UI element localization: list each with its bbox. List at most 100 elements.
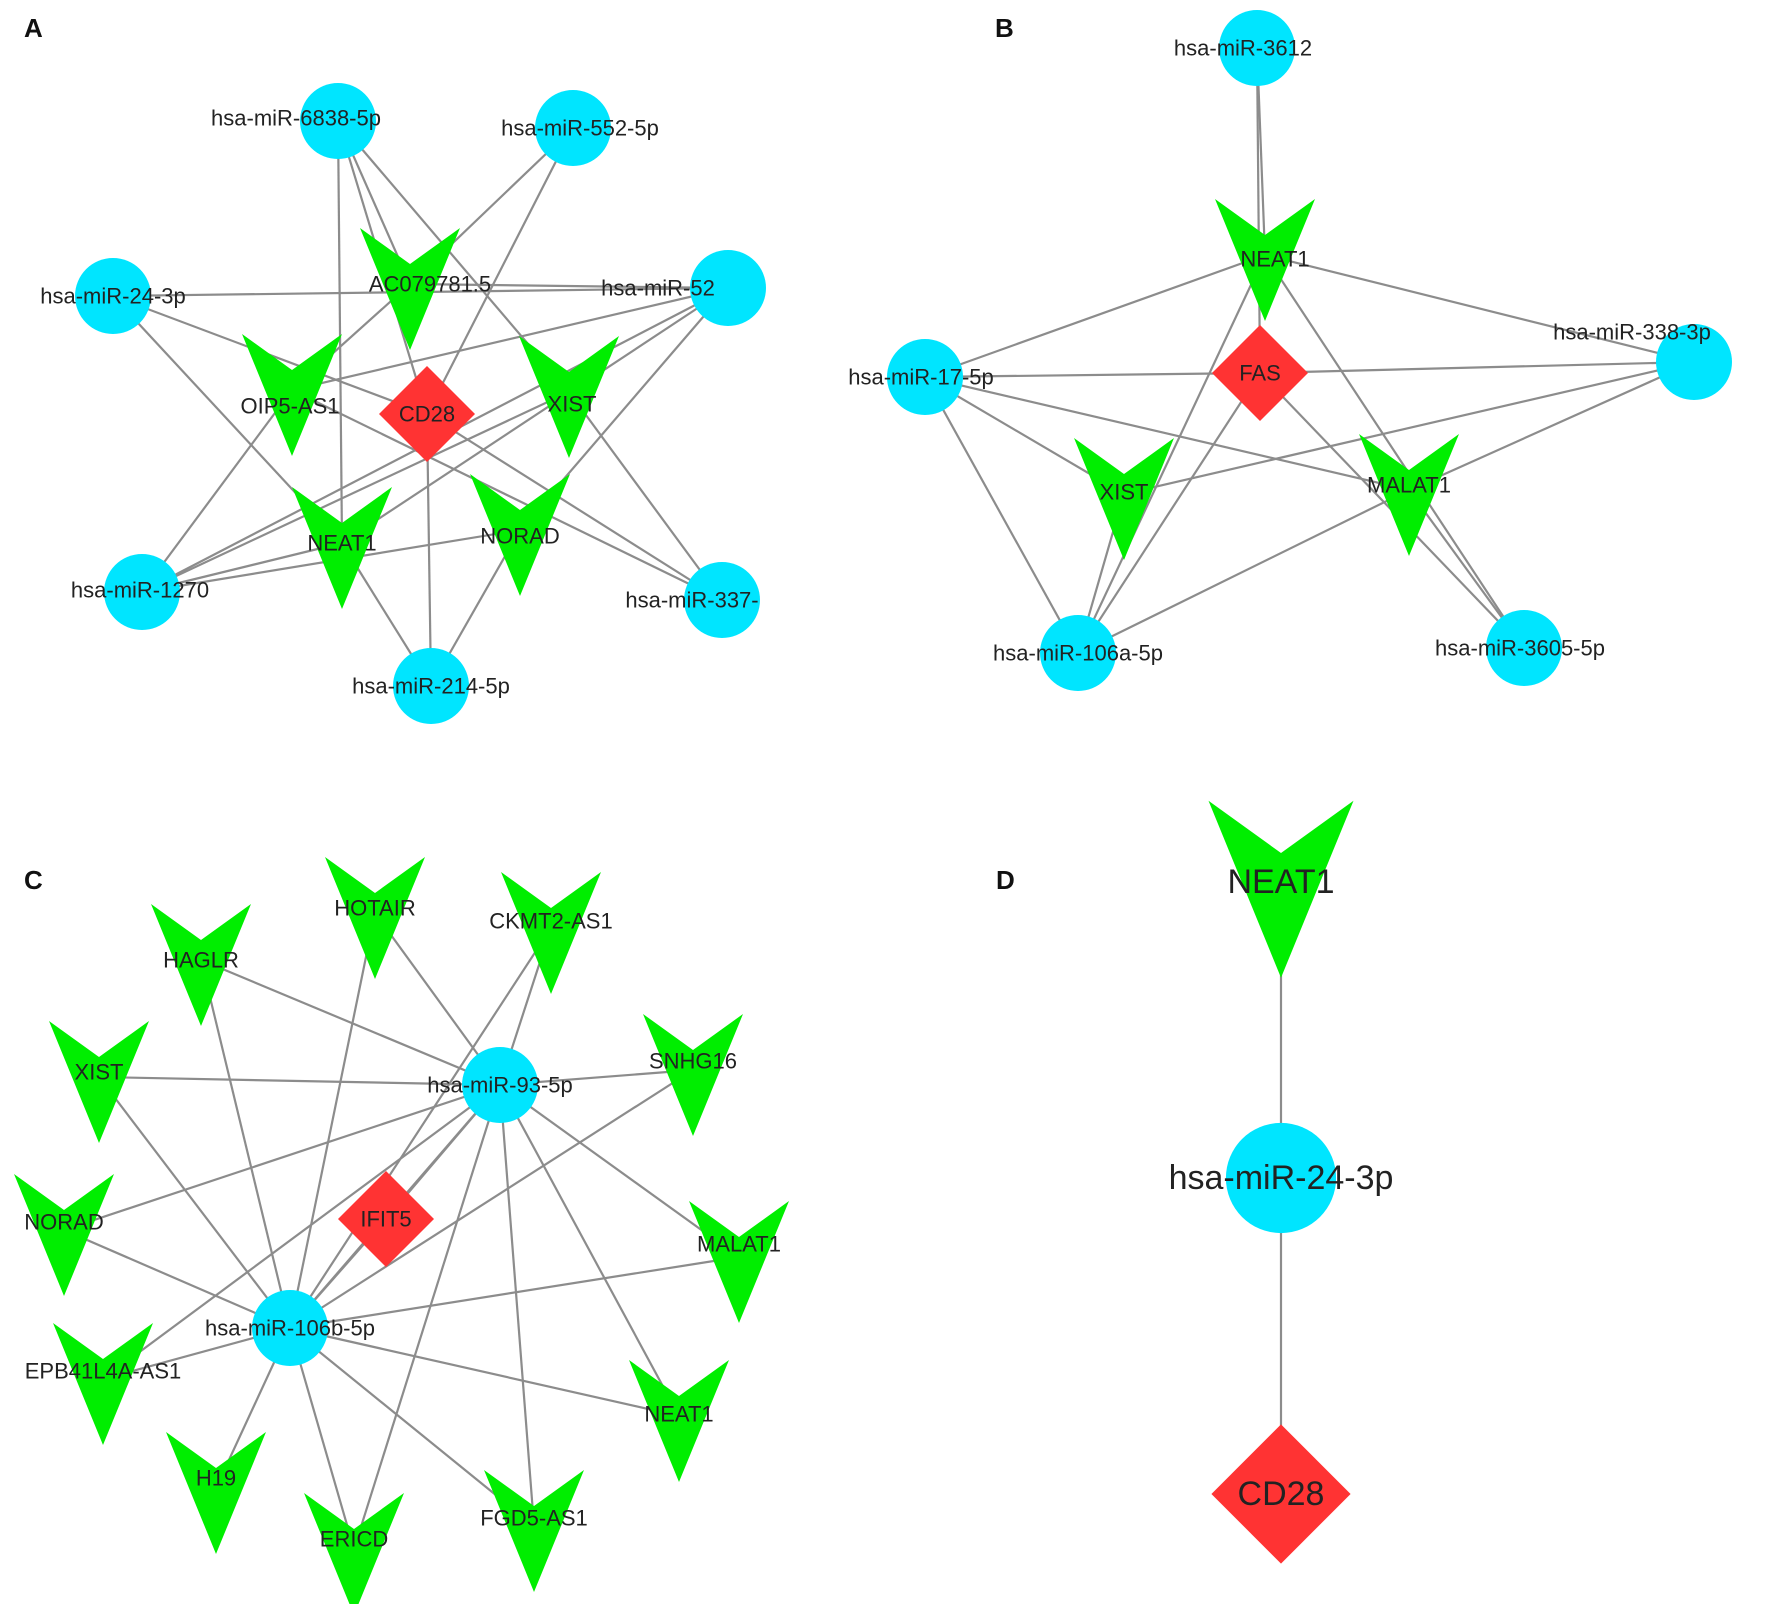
- node-label: hsa-miR-3612: [1174, 36, 1312, 61]
- panel-letter: B: [995, 13, 1014, 43]
- node-epb41[interactable]: EPB41L4A-AS1: [25, 1323, 182, 1445]
- mrna-diamond: [379, 366, 475, 462]
- lncrna-arrow: [53, 1323, 153, 1445]
- node-mir338[interactable]: hsa-miR-338-3p: [1553, 320, 1732, 401]
- mirna-circle: [1486, 610, 1562, 686]
- edge-neat1-mir3605: [1264, 254, 1525, 649]
- edge-mir93-fgd5: [498, 1084, 536, 1527]
- node-mir93[interactable]: hsa-miR-93-5p: [427, 1047, 573, 1123]
- edge-mir17-malat1: [924, 375, 1410, 492]
- node-label: hsa-miR-1270: [71, 578, 209, 603]
- node-ac079781[interactable]: AC079781.5: [360, 228, 491, 350]
- node-fas[interactable]: FAS: [1212, 325, 1308, 421]
- node-label: MALAT1: [1367, 473, 1451, 498]
- node-neat1[interactable]: NEAT1: [629, 1360, 729, 1482]
- edge-mir338-malat1: [1408, 360, 1695, 492]
- node-neat1[interactable]: NEAT1: [1208, 800, 1354, 978]
- panel-letter: C: [24, 865, 43, 895]
- node-mir337[interactable]: hsa-miR-337-: [625, 562, 760, 638]
- mirna-circle: [1219, 10, 1295, 86]
- node-ericd[interactable]: ERICD: [304, 1493, 404, 1604]
- lncrna-arrow: [360, 228, 460, 350]
- node-ifit5[interactable]: IFIT5: [338, 1171, 434, 1267]
- node-mir3605[interactable]: hsa-miR-3605-5p: [1435, 610, 1605, 686]
- node-norad[interactable]: NORAD: [470, 474, 570, 596]
- lncrna-arrow: [519, 336, 619, 458]
- lncrna-arrow: [501, 872, 601, 994]
- node-mir552[interactable]: hsa-miR-552-5p: [501, 90, 659, 166]
- lncrna-arrow: [151, 904, 251, 1026]
- node-mir1270[interactable]: hsa-miR-1270: [71, 554, 209, 630]
- node-label: XIST: [548, 392, 597, 417]
- node-h19[interactable]: H19: [166, 1432, 266, 1554]
- node-xist[interactable]: XIST: [519, 336, 619, 458]
- node-label: hsa-miR-3605-5p: [1435, 636, 1605, 661]
- mrna-diamond: [1211, 1424, 1351, 1564]
- node-mir6838[interactable]: hsa-miR-6838-5p: [211, 83, 381, 159]
- lncrna-arrow: [49, 1021, 149, 1143]
- mirna-circle: [462, 1047, 538, 1123]
- node-label: hsa-miR-552-5p: [501, 116, 659, 141]
- node-label: hsa-miR-106b-5p: [205, 1316, 375, 1341]
- lncrna-arrow: [1359, 434, 1459, 556]
- node-mir3612[interactable]: hsa-miR-3612: [1174, 10, 1312, 86]
- node-ckmt2[interactable]: CKMT2-AS1: [489, 872, 613, 994]
- mirna-circle: [690, 250, 766, 326]
- mirna-circle: [1225, 1122, 1337, 1234]
- node-label: NEAT1: [307, 531, 376, 556]
- mirna-circle: [393, 648, 469, 724]
- node-mir106b[interactable]: hsa-miR-106b-5p: [205, 1290, 375, 1366]
- node-snhg16[interactable]: SNHG16: [643, 1014, 743, 1136]
- node-mir24[interactable]: hsa-miR-24-3p: [40, 258, 186, 334]
- node-label: hsa-miR-93-5p: [427, 1073, 573, 1098]
- edge-mir17-mir106a: [924, 376, 1079, 654]
- node-label: SNHG16: [649, 1049, 737, 1074]
- node-mir106a[interactable]: hsa-miR-106a-5p: [993, 615, 1163, 691]
- edge-mir338-xist: [1123, 360, 1695, 496]
- node-mir24[interactable]: hsa-miR-24-3p: [1169, 1122, 1394, 1234]
- edge-mir106b-neat1: [289, 1326, 680, 1418]
- edge-mir106b-snhg16: [289, 1069, 694, 1329]
- node-norad[interactable]: NORAD: [14, 1174, 114, 1296]
- node-label: XIST: [1100, 480, 1149, 505]
- node-fgd5[interactable]: FGD5-AS1: [480, 1470, 588, 1592]
- lncrna-arrow: [166, 1432, 266, 1554]
- edge-mir106b-fgd5: [289, 1327, 535, 1527]
- lncrna-arrow: [689, 1201, 789, 1323]
- node-xist[interactable]: XIST: [1074, 438, 1174, 560]
- node-mir52[interactable]: hsa-miR-52: [601, 250, 766, 326]
- mirna-circle: [252, 1290, 328, 1366]
- node-label: CD28: [1238, 1475, 1325, 1513]
- node-cd28[interactable]: CD28: [1211, 1424, 1351, 1564]
- node-label: MALAT1: [697, 1232, 781, 1257]
- node-label: HOTAIR: [334, 896, 415, 921]
- mrna-diamond: [338, 1171, 434, 1267]
- node-haglr[interactable]: HAGLR: [151, 904, 251, 1026]
- lncrna-arrow: [470, 474, 570, 596]
- node-malat1[interactable]: MALAT1: [689, 1201, 789, 1323]
- node-mir214[interactable]: hsa-miR-214-5p: [352, 648, 510, 724]
- edge-mir3612-fas: [1255, 47, 1262, 374]
- node-malat1[interactable]: MALAT1: [1359, 434, 1459, 556]
- node-label: hsa-miR-106a-5p: [993, 641, 1163, 666]
- node-oip5[interactable]: OIP5-AS1: [240, 334, 342, 456]
- node-mir17[interactable]: hsa-miR-17-5p: [848, 339, 994, 415]
- mirna-circle: [1040, 615, 1116, 691]
- node-cd28[interactable]: CD28: [379, 366, 475, 462]
- node-xist[interactable]: XIST: [49, 1021, 149, 1143]
- edge-mir106b-haglr: [199, 959, 292, 1329]
- edge-mir93-neat1: [499, 1084, 680, 1417]
- node-label: hsa-miR-337-: [625, 588, 758, 613]
- edge-oip5-mir337: [291, 389, 723, 601]
- node-neat1[interactable]: NEAT1: [292, 487, 392, 609]
- node-label: NORAD: [24, 1210, 103, 1235]
- edge-fas-mir106a: [1077, 372, 1261, 654]
- edge-mir106b-ckmt2: [289, 927, 552, 1329]
- node-neat1[interactable]: NEAT1: [1215, 199, 1315, 321]
- node-hotair[interactable]: HOTAIR: [325, 857, 425, 979]
- mirna-circle: [300, 83, 376, 159]
